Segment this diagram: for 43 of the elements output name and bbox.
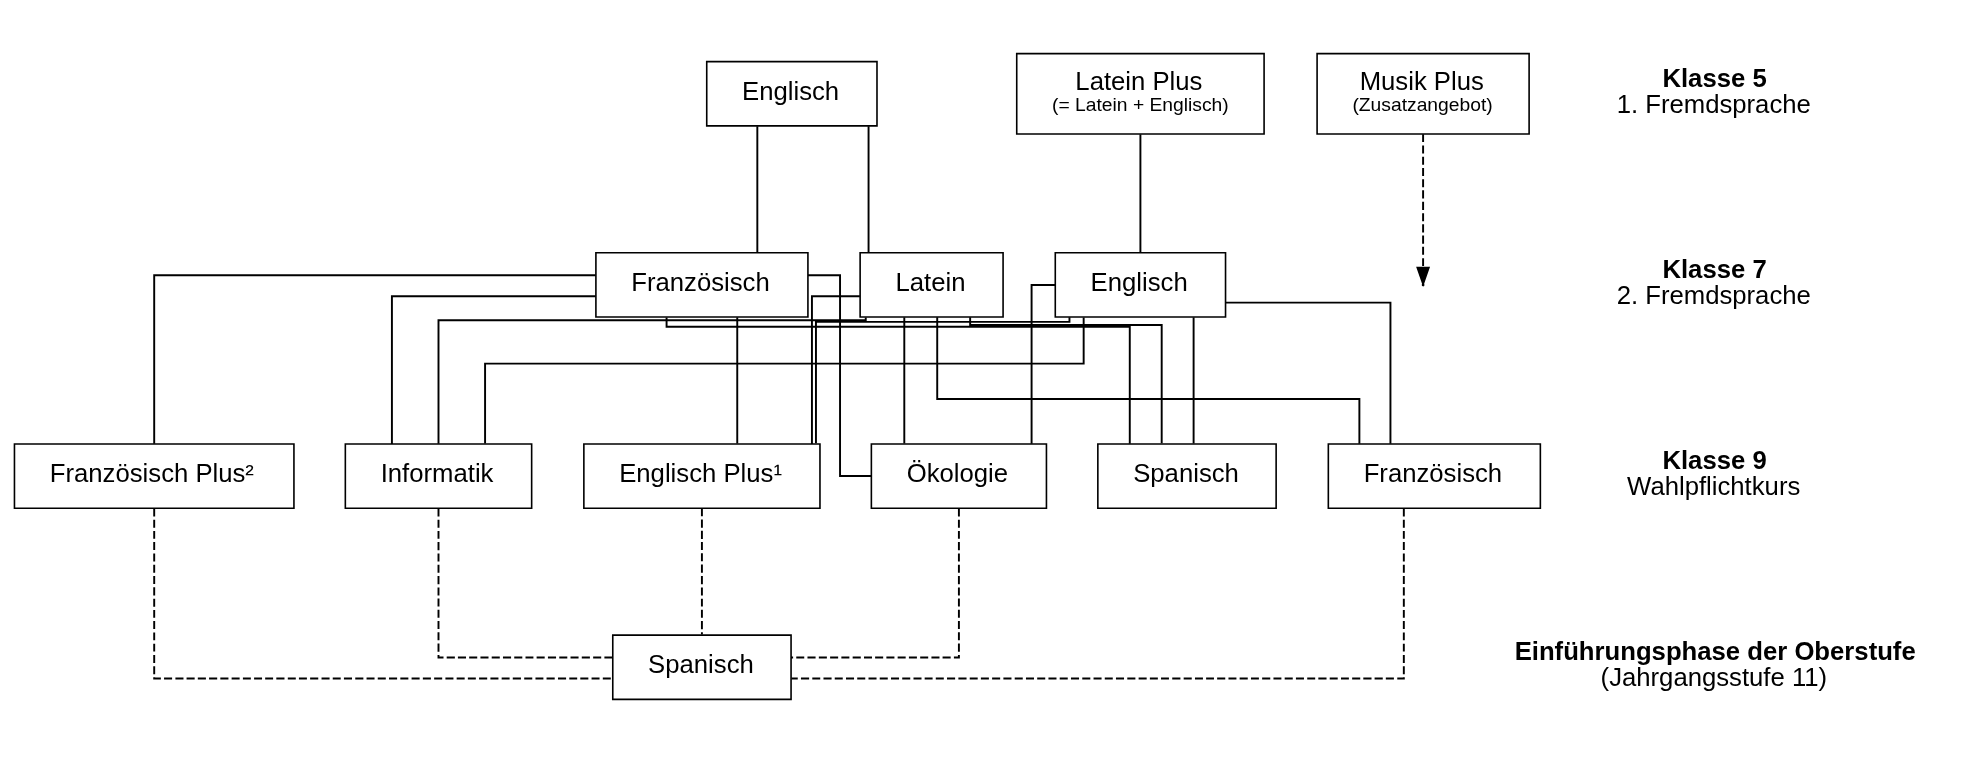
connector bbox=[484, 315, 1085, 444]
node-box: Ökologie bbox=[870, 442, 1048, 509]
connector bbox=[700, 507, 703, 636]
node-box: Englisch bbox=[1054, 251, 1227, 318]
connector bbox=[969, 315, 1163, 444]
node-box: Latein bbox=[859, 251, 1004, 318]
node-box: Informatik bbox=[344, 442, 533, 509]
node-box: Englisch bbox=[705, 60, 878, 127]
node-box: Latein Plus (= Latein + Englisch) bbox=[1015, 52, 1265, 135]
connector bbox=[736, 315, 739, 444]
connector bbox=[390, 294, 597, 445]
node-box: Englisch Plus¹ bbox=[583, 442, 821, 509]
connector bbox=[815, 315, 1071, 444]
node-box: Spanisch bbox=[611, 633, 792, 700]
connector bbox=[153, 273, 597, 445]
label: Wahlpflichtkurs bbox=[1627, 471, 1801, 500]
label: Klasse 9 bbox=[1662, 445, 1767, 474]
node-box: Französisch bbox=[1327, 442, 1542, 509]
connector bbox=[790, 507, 1405, 679]
label: 1. Fremdsprache bbox=[1616, 89, 1811, 118]
connector bbox=[867, 124, 870, 253]
label: 2. Fremdsprache bbox=[1616, 280, 1811, 309]
node-box: Französisch Plus² bbox=[13, 442, 295, 509]
connector bbox=[790, 507, 960, 659]
connector bbox=[437, 316, 867, 445]
connector bbox=[1192, 315, 1195, 444]
connector bbox=[807, 273, 873, 477]
connector bbox=[153, 507, 614, 679]
label: Klasse 5 bbox=[1662, 63, 1767, 92]
node-box: Spanisch bbox=[1097, 442, 1277, 509]
connector bbox=[1224, 301, 1392, 445]
connector bbox=[756, 124, 759, 253]
label: Einführungsphase der Oberstufe bbox=[1514, 636, 1916, 665]
connector bbox=[665, 315, 1131, 445]
connector bbox=[1030, 283, 1057, 445]
connector bbox=[810, 294, 861, 445]
connector bbox=[437, 507, 614, 659]
node-box: Musik Plus (Zusatzangebot) bbox=[1316, 52, 1530, 135]
connector bbox=[1139, 132, 1142, 254]
connector bbox=[903, 315, 906, 444]
node-box: Französisch bbox=[595, 251, 809, 318]
label: Klasse 7 bbox=[1662, 254, 1767, 283]
connector bbox=[936, 315, 1361, 445]
